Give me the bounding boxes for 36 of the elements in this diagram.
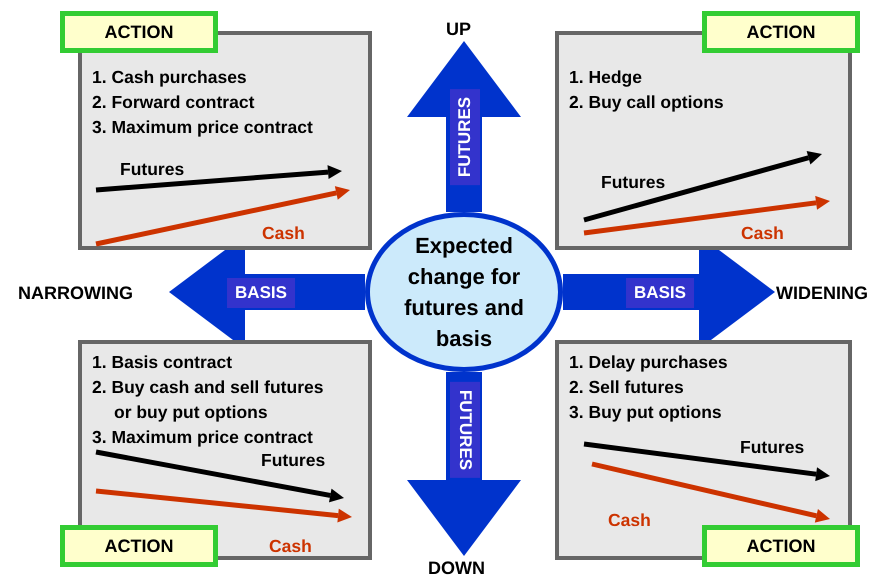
- edge-label: FUTURES: [450, 88, 480, 186]
- trend-label: Futures: [261, 450, 326, 470]
- edge-label: BASIS: [227, 278, 295, 308]
- action-item: 3. Maximum price contract: [92, 116, 314, 139]
- trend-label: Cash: [262, 223, 305, 243]
- action-item: 1. Hedge: [569, 66, 643, 89]
- trend-label: Futures: [740, 437, 804, 457]
- ellipse-text: Expected change for futures and basis: [403, 232, 525, 353]
- action-item: 1. Basis contract: [92, 351, 234, 374]
- block-arrow: [407, 372, 521, 556]
- action-tag: ACTION: [702, 11, 860, 53]
- block-arrow: [407, 41, 521, 212]
- action-item: 1. Delay purchases: [569, 351, 729, 374]
- direction-label: UP: [446, 18, 472, 40]
- strategy-panel: [78, 340, 372, 560]
- action-item: 3. Maximum price contract: [92, 426, 314, 449]
- action-item: 2. Buy call options: [569, 91, 725, 114]
- action-item: 2. Forward contract: [92, 91, 256, 114]
- action-item: 1. Cash purchases: [92, 66, 248, 89]
- trend-label: Cash: [269, 536, 312, 556]
- action-item: 2. Buy cash and sell futures or buy put options: [92, 376, 324, 424]
- action-item: 2. Sell futures: [569, 376, 685, 399]
- strategy-panel: [555, 340, 852, 560]
- direction-label: DOWN: [428, 557, 485, 579]
- trend-label: Futures: [120, 159, 184, 179]
- trend-label: Cash: [741, 223, 784, 243]
- edge-label: FUTURES: [450, 382, 480, 478]
- action-tag: ACTION: [702, 525, 860, 567]
- action-tag: ACTION: [60, 11, 218, 53]
- edge-label: BASIS: [626, 278, 694, 308]
- trend-label: Futures: [601, 172, 666, 192]
- trend-label: Cash: [608, 510, 651, 530]
- direction-label: NARROWING: [18, 282, 133, 304]
- action-item: 3. Buy put options: [569, 401, 723, 424]
- action-tag: ACTION: [60, 525, 218, 567]
- direction-label: WIDENING: [776, 282, 868, 304]
